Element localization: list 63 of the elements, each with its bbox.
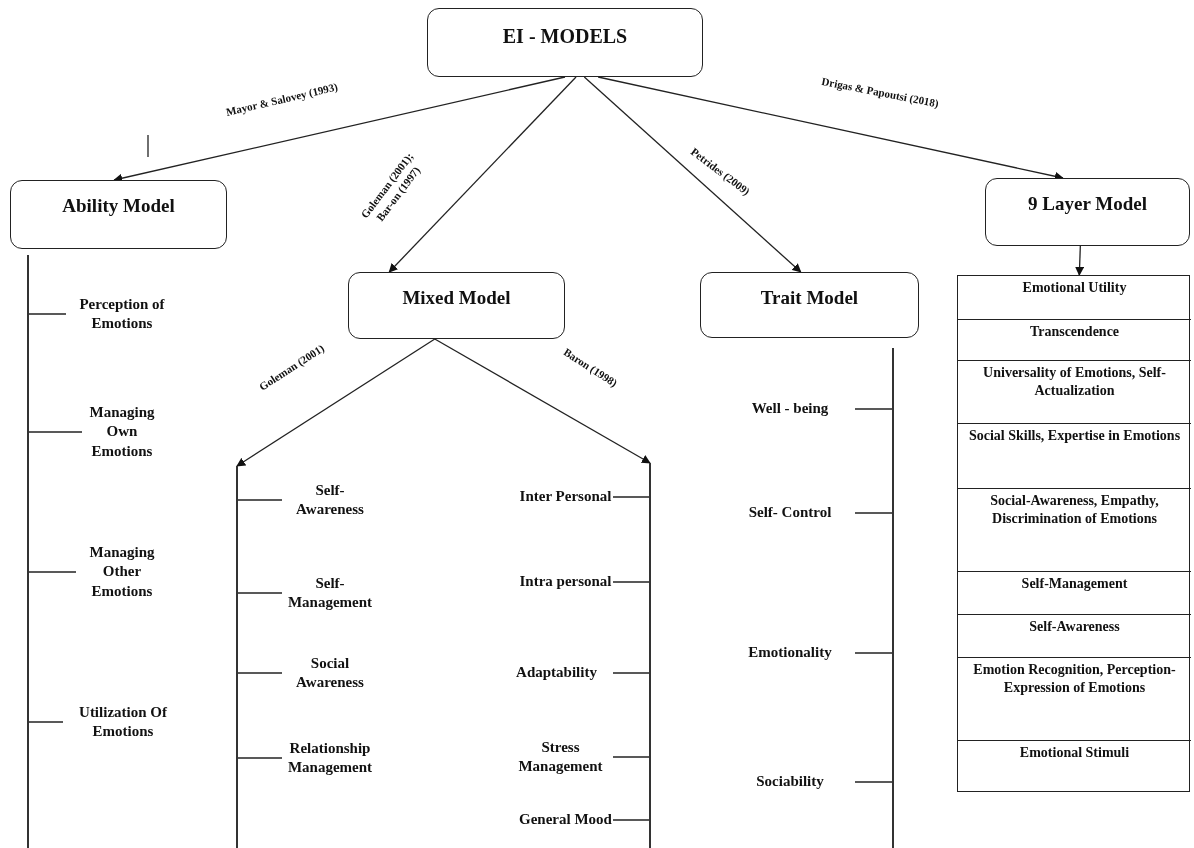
tick-line [612, 819, 650, 821]
component-label: Intra personal [518, 560, 613, 604]
box-title: Trait Model [760, 287, 859, 309]
arrow [434, 338, 651, 464]
component-label: Emotionality [725, 642, 855, 664]
vertical-line [892, 348, 894, 848]
cell-text: Emotional Stimuli [1019, 744, 1130, 762]
tick-line [237, 757, 283, 759]
tick-line [28, 313, 67, 315]
tick-line [854, 408, 893, 410]
tick-line [28, 721, 64, 723]
vertical-line [649, 463, 651, 848]
box-title: EI - MODELS [502, 25, 628, 48]
component-label: Perception of Emotions [66, 292, 178, 336]
component-label: Self- Management [282, 571, 378, 615]
component-label: Managing Other Emotions [76, 540, 168, 604]
component-label: Self- Awareness [282, 478, 378, 522]
cell-text: Social-Awareness, Empathy, Discrimination of Emotions [989, 492, 1160, 527]
cell-text: Social Skills, Expertise in Emotions [968, 427, 1181, 445]
tick-line [854, 652, 893, 654]
component-label: General Mood [518, 798, 613, 842]
box-title: Mixed Model [402, 287, 511, 309]
cell-text: Emotion Recognition, Perception-Expression of Emotions [972, 661, 1177, 696]
box-title: 9 Layer Model [1028, 193, 1147, 215]
tick-line [612, 496, 650, 498]
cell-text: Universality of Emotions, Self-Actualization [982, 364, 1167, 399]
tick-line [28, 431, 83, 433]
cell-text: Self-Awareness [1029, 618, 1120, 636]
cell-text: Self-Management [1021, 575, 1128, 593]
cell-text: Emotional Utility [1022, 279, 1127, 297]
tick-line [28, 571, 77, 573]
arrow [388, 76, 577, 273]
vertical-line [236, 466, 238, 848]
arrow [236, 338, 436, 467]
arrow [583, 76, 802, 273]
component-label: Stress Management [508, 735, 613, 779]
box-title: Ability Model [62, 195, 175, 217]
component-label: Utilization Of Emotions [63, 700, 183, 744]
model-box [10, 180, 227, 249]
component-label: Self- Control [725, 502, 855, 524]
vertical-line [27, 255, 29, 848]
component-label: Relationship Management [282, 736, 378, 780]
component-label: Sociability [725, 771, 855, 793]
tick-line [237, 592, 283, 594]
layer-table [957, 275, 1190, 792]
tick-line [612, 756, 650, 758]
tick-line [854, 512, 893, 514]
arrow [1075, 245, 1085, 276]
component-label: Social Awareness [282, 651, 378, 695]
component-label: Inter Personal [518, 475, 613, 519]
tick-line [854, 781, 893, 783]
component-label: Well - being [725, 398, 855, 420]
cell-text: Transcendence [1029, 323, 1120, 341]
model-box [427, 8, 703, 77]
tick-line [237, 499, 283, 501]
model-box [700, 272, 919, 338]
tick-line [612, 672, 650, 674]
tick-line [237, 672, 283, 674]
model-box [985, 178, 1190, 246]
component-label: Managing Own Emotions [82, 400, 162, 464]
component-label: Adaptability [500, 662, 613, 684]
tick-line [612, 581, 650, 583]
model-box [348, 272, 565, 339]
